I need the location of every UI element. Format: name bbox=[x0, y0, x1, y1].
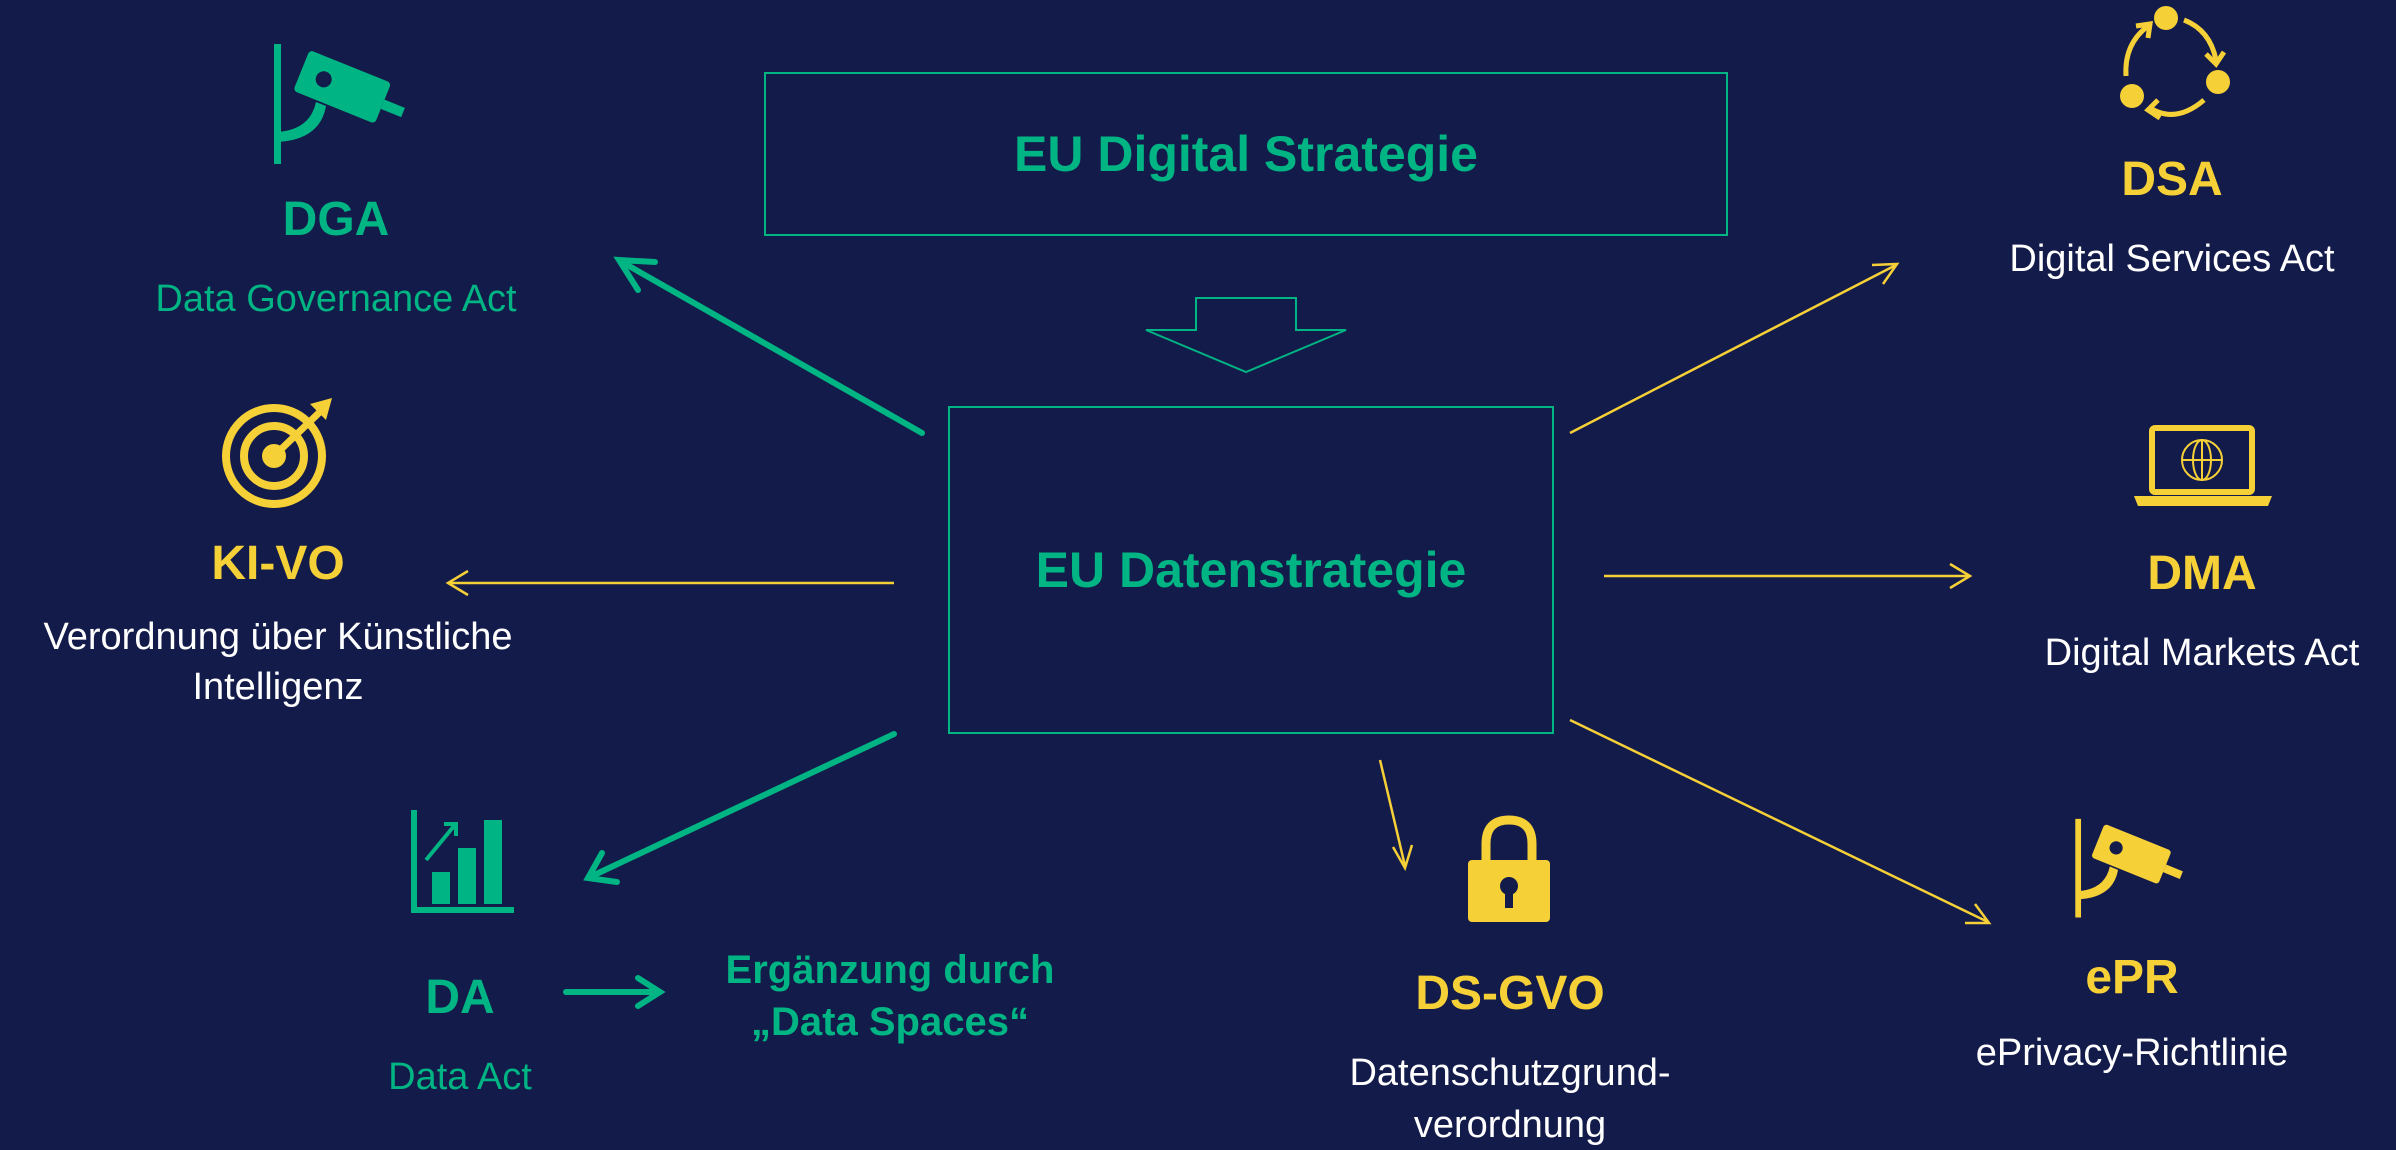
kivo-name-line2: Intelligenz bbox=[192, 666, 364, 708]
arrow-da-to-dataspaces bbox=[563, 975, 666, 1009]
arrow-to-dga bbox=[613, 256, 925, 436]
eu-digital-strategie-box: EU Digital Strategie bbox=[764, 72, 1728, 236]
dma-abbr: DMA bbox=[2147, 547, 2257, 600]
bar-chart-icon bbox=[411, 810, 514, 913]
laptop-globe-icon bbox=[2134, 425, 2272, 506]
eu-digital-strategie-label: EU Digital Strategie bbox=[1014, 126, 1478, 182]
arrow-to-dsa bbox=[1569, 262, 1900, 435]
da-extension-line2: „Data Spaces“ bbox=[751, 1000, 1029, 1044]
dma-name: Digital Markets Act bbox=[2044, 632, 2360, 674]
padlock-icon bbox=[1468, 815, 1550, 922]
dsgvo-name-line2: verordnung bbox=[1413, 1104, 1607, 1146]
camera-icon bbox=[274, 44, 405, 164]
eu-datenstrategie-label: EU Datenstrategie bbox=[1035, 542, 1467, 598]
target-icon bbox=[222, 398, 332, 508]
da-abbr: DA bbox=[425, 971, 495, 1024]
kivo-abbr: KI-VO bbox=[211, 537, 345, 590]
arrow-to-da bbox=[583, 731, 897, 885]
arrow-to-epr bbox=[1569, 718, 1992, 925]
da-name: Data Act bbox=[388, 1056, 532, 1098]
epr-name: ePrivacy-Richtlinie bbox=[1975, 1032, 2289, 1074]
dsa-name: Digital Services Act bbox=[2009, 238, 2335, 280]
arrow-to-kivo bbox=[445, 569, 894, 597]
down-arrow bbox=[1145, 297, 1347, 374]
epr-abbr: ePR bbox=[2085, 951, 2179, 1004]
da-extension-line1: Ergänzung durch bbox=[725, 948, 1055, 992]
cycle-icon bbox=[2120, 6, 2230, 121]
dga-abbr: DGA bbox=[282, 193, 390, 246]
dsgvo-abbr: DS-GVO bbox=[1415, 967, 1605, 1020]
camera-icon bbox=[2075, 818, 2183, 918]
dsa-abbr: DSA bbox=[2121, 153, 2223, 206]
eu-datenstrategie-box: EU Datenstrategie bbox=[948, 406, 1554, 734]
arrow-to-dsgvo bbox=[1378, 759, 1414, 872]
dsgvo-name-line1: Datenschutzgrund- bbox=[1349, 1052, 1671, 1094]
arrow-to-dma bbox=[1604, 562, 1973, 590]
kivo-name-line1: Verordnung über Künstliche bbox=[43, 616, 513, 658]
dga-name: Data Governance Act bbox=[155, 278, 517, 320]
